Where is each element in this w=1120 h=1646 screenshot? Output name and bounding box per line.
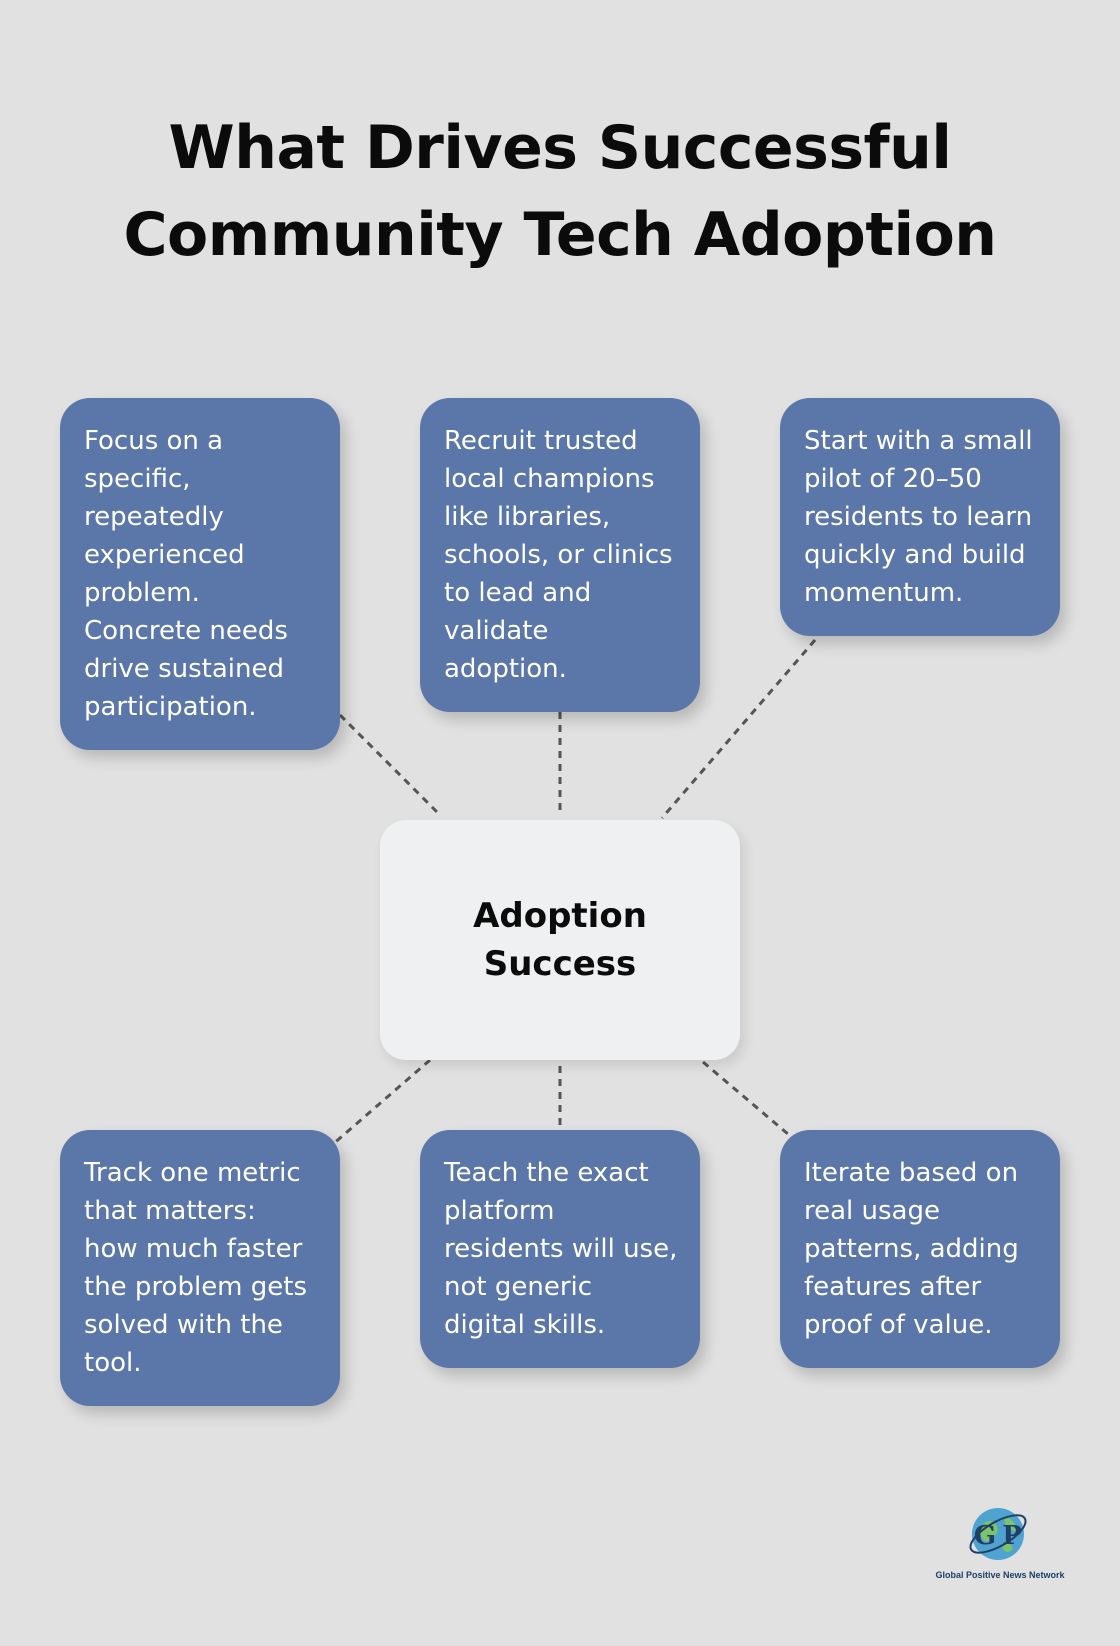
factor-card-1: Focus on a specific, repeatedly experien…: [60, 398, 340, 750]
factor-line: features after: [804, 1272, 982, 1302]
factor-line: Start with a small: [804, 426, 1033, 456]
center-node-label: Adoption Success: [473, 896, 647, 984]
factor-line: quickly and build: [804, 540, 1026, 570]
logo-text: Global Positive News Network: [935, 1570, 1065, 1580]
factor-line: validate: [444, 616, 549, 646]
factor-line: participation.: [84, 692, 257, 722]
factor-line: repeatedly: [84, 502, 224, 532]
factor-line: pilot of 20–50: [804, 464, 982, 494]
factor-card-3: Start with a small pilot of 20–50 reside…: [780, 398, 1060, 636]
factor-line: platform: [444, 1196, 555, 1226]
factor-line: like libraries,: [444, 502, 611, 532]
factor-line: residents to learn: [804, 502, 1033, 532]
factor-line: proof of value.: [804, 1310, 993, 1340]
globe-logo-icon: G P: [969, 1508, 1027, 1560]
factor-line: specific,: [84, 464, 191, 494]
factor-line: schools, or clinics: [444, 540, 673, 570]
connector-line-1: [338, 713, 442, 817]
center-node: Adoption Success: [380, 820, 740, 1060]
connector-line-3: [660, 639, 817, 819]
factor-line: digital skills.: [444, 1310, 606, 1340]
factor-card-2: Recruit trusted local champions like lib…: [420, 398, 700, 712]
factor-line: residents will use,: [444, 1234, 678, 1264]
factor-card-4: Track one metric that matters: how much …: [60, 1130, 340, 1406]
connector-line-4: [331, 1058, 431, 1147]
page-title: What Drives Successful Community Tech Ad…: [0, 105, 1120, 279]
factor-line: drive sustained: [84, 654, 284, 684]
factor-line: the problem gets: [84, 1272, 308, 1302]
connector-line-6: [702, 1060, 796, 1142]
factor-line: how much faster: [84, 1234, 303, 1264]
title-line-1: What Drives Successful: [168, 113, 952, 183]
factor-line: experienced: [84, 540, 245, 570]
factor-line: patterns, adding: [804, 1234, 1019, 1264]
factor-line: local champions: [444, 464, 655, 494]
factor-card-6: Iterate based on real usage patterns, ad…: [780, 1130, 1060, 1368]
factor-line: Concrete needs: [84, 616, 288, 646]
factor-line: that matters:: [84, 1196, 256, 1226]
factor-line: momentum.: [804, 578, 964, 608]
factor-line: solved with the: [84, 1310, 283, 1340]
factor-card-5: Teach the exact platform residents will …: [420, 1130, 700, 1368]
factor-line: real usage: [804, 1196, 940, 1226]
factor-line: tool.: [84, 1348, 142, 1378]
factor-line: adoption.: [444, 654, 567, 684]
factor-line: Focus on a: [84, 426, 224, 456]
factor-line: problem.: [84, 578, 200, 608]
factor-line: not generic: [444, 1272, 593, 1302]
factor-line: to lead and: [444, 578, 592, 608]
factor-line: Recruit trusted: [444, 426, 638, 456]
factor-line: Track one metric: [84, 1158, 301, 1188]
logo-mark-right: P: [1002, 1521, 1022, 1551]
factor-line: Iterate based on: [804, 1158, 1019, 1188]
logo-mark-left: G: [974, 1521, 996, 1551]
title-line-2: Community Tech Adoption: [123, 200, 997, 270]
factor-line: Teach the exact: [444, 1158, 649, 1188]
logo: G P Global Positive News Network: [930, 1500, 1070, 1590]
